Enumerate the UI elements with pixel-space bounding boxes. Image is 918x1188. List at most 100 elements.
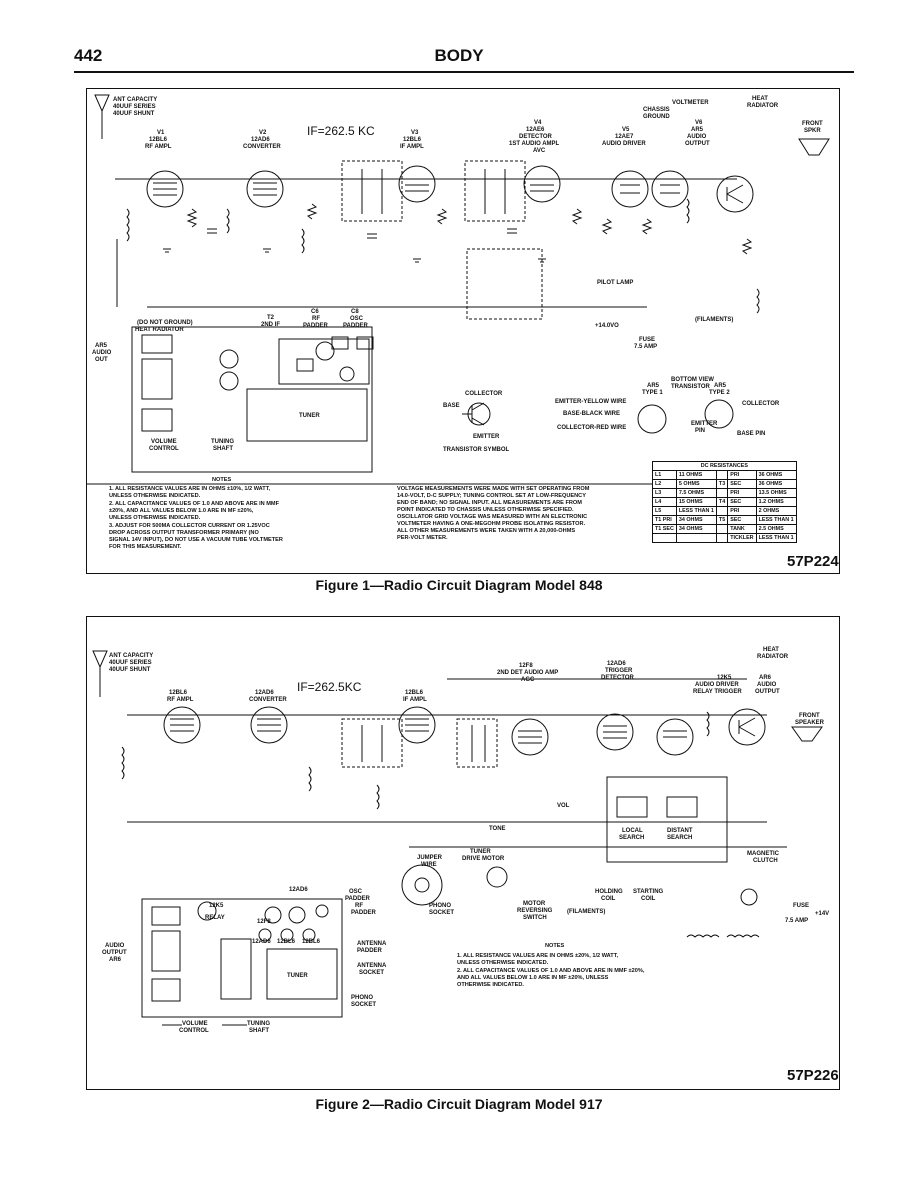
svg-text:STARTING: STARTING [633,889,664,895]
svg-text:SPEAKER: SPEAKER [795,720,825,726]
svg-text:EMITTER-YELLOW WIRE: EMITTER-YELLOW WIRE [555,399,626,405]
svg-text:12AE7: 12AE7 [615,134,634,140]
svg-text:12AD6: 12AD6 [251,137,270,143]
schematic-917: ANT CAPACITY 40UUF SERIES 40UUF SHUNT 12… [92,647,829,1034]
svg-text:1ST AUDIO AMPL: 1ST AUDIO AMPL [509,141,560,147]
svg-text:2ND DET AUDIO AMP: 2ND DET AUDIO AMP [497,670,558,676]
svg-text:40UUF SERIES: 40UUF SERIES [109,660,152,666]
svg-text:HOLDING: HOLDING [595,889,623,895]
svg-text:AR6: AR6 [109,957,122,963]
svg-text:ANTENNA: ANTENNA [357,963,387,969]
svg-text:SEARCH: SEARCH [667,835,692,841]
dc-table-title: DC RESISTANCES [652,461,797,471]
svg-text:PHONO: PHONO [351,995,373,1001]
svg-text:AUDIO: AUDIO [105,943,125,949]
svg-text:TRIGGER: TRIGGER [605,668,633,674]
svg-text:PHONO: PHONO [429,903,451,909]
svg-text:12F8: 12F8 [257,919,271,925]
svg-text:SOCKET: SOCKET [351,1002,376,1008]
svg-text:DRIVE MOTOR: DRIVE MOTOR [462,856,505,862]
svg-text:TUNING: TUNING [211,439,234,445]
svg-text:AUDIO: AUDIO [92,350,112,356]
svg-text:TYPE 2: TYPE 2 [709,390,730,396]
svg-text:OUTPUT: OUTPUT [755,689,780,695]
svg-text:IF AMPL: IF AMPL [400,144,424,150]
svg-text:SPKR: SPKR [804,128,821,134]
svg-text:AR5: AR5 [95,343,108,349]
svg-text:V2: V2 [259,130,267,136]
svg-text:MOTOR: MOTOR [523,901,546,907]
svg-text:TONE: TONE [489,826,506,832]
svg-text:IF AMPL: IF AMPL [403,697,427,703]
svg-text:TUNER: TUNER [287,973,308,979]
svg-text:COIL: COIL [641,896,656,902]
svg-text:CONTROL: CONTROL [179,1028,209,1034]
svg-text:SHAFT: SHAFT [213,446,233,452]
svg-text:CLUTCH: CLUTCH [753,858,778,864]
svg-text:VOLUME: VOLUME [151,439,177,445]
svg-text:SEARCH: SEARCH [619,835,644,841]
svg-text:VOLUME: VOLUME [182,1021,208,1027]
svg-text:COLLECTOR: COLLECTOR [742,401,780,407]
svg-text:40UUF SERIES: 40UUF SERIES [113,104,156,110]
svg-text:WIRE: WIRE [421,862,437,868]
page-header: 442 BODY [0,44,918,74]
figure1-note-2: 2. ALL CAPACITANCE VALUES OF 1.0 AND ABO… [109,501,279,521]
svg-text:DISTANT: DISTANT [667,828,693,834]
figure1-note-3: 3. ADJUST FOR 500MA COLLECTOR CURRENT OR… [109,523,283,550]
header-rule [74,71,854,73]
svg-text:12BL6: 12BL6 [277,939,296,945]
svg-text:2ND IF: 2ND IF [261,322,280,328]
svg-text:RADIATOR: RADIATOR [747,103,779,109]
svg-text:PILOT LAMP: PILOT LAMP [597,280,633,286]
svg-text:OUTPUT: OUTPUT [102,950,127,956]
svg-text:(DO NOT GROUND): (DO NOT GROUND) [137,320,193,326]
svg-text:40UUF SHUNT: 40UUF SHUNT [109,667,151,673]
svg-text:TRANSISTOR: TRANSISTOR [671,384,711,390]
svg-text:AR6: AR6 [759,675,772,681]
svg-text:12AE6: 12AE6 [526,127,545,133]
svg-text:OSC: OSC [349,889,363,895]
svg-text:RELAY: RELAY [205,915,225,921]
svg-text:OUT: OUT [95,357,108,363]
svg-text:12BL6: 12BL6 [149,137,168,143]
svg-text:AR5: AR5 [714,383,727,389]
if-frequency-label-2: IF=262.5KC [297,680,362,694]
svg-text:CHASSIS: CHASSIS [643,107,670,113]
svg-text:HEAT: HEAT [763,647,779,653]
svg-text:SOCKET: SOCKET [359,970,384,976]
svg-text:VOL: VOL [557,803,570,809]
svg-text:12AD6: 12AD6 [289,887,308,893]
svg-text:COLLECTOR-RED WIRE: COLLECTOR-RED WIRE [557,425,626,431]
svg-text:V5: V5 [622,127,630,133]
svg-text:EMITTER: EMITTER [473,434,500,440]
svg-text:COIL: COIL [601,896,616,902]
svg-text:TUNING: TUNING [247,1021,270,1027]
svg-text:LOCAL: LOCAL [622,828,643,834]
svg-text:RADIATOR: RADIATOR [757,654,789,660]
svg-text:VOLTMETER: VOLTMETER [672,100,709,106]
svg-text:COLLECTOR: COLLECTOR [465,391,503,397]
svg-text:BASE PIN: BASE PIN [737,431,765,437]
svg-text:C8: C8 [351,309,359,315]
svg-text:12BL6: 12BL6 [403,137,422,143]
svg-text:40UUF SHUNT: 40UUF SHUNT [113,111,155,117]
svg-text:AR5: AR5 [647,383,660,389]
svg-text:PADDER: PADDER [343,323,369,329]
svg-text:JUMPER: JUMPER [417,855,443,861]
svg-text:12AD6: 12AD6 [252,939,271,945]
svg-text:12AD6: 12AD6 [255,690,274,696]
svg-text:OSC: OSC [350,316,364,322]
svg-text:SWITCH: SWITCH [523,915,547,921]
figure2-note-1: 1. ALL RESISTANCE VALUES ARE IN OHMS ±20… [457,953,619,966]
svg-text:BASE-BLACK WIRE: BASE-BLACK WIRE [563,411,620,417]
svg-text:RF AMPL: RF AMPL [145,144,172,150]
figure2-code: 57P226 [787,1067,839,1084]
figure2-notes-title: NOTES [545,943,565,949]
svg-text:AUDIO DRIVER: AUDIO DRIVER [695,682,739,688]
svg-text:TRANSISTOR SYMBOL: TRANSISTOR SYMBOL [443,447,510,453]
